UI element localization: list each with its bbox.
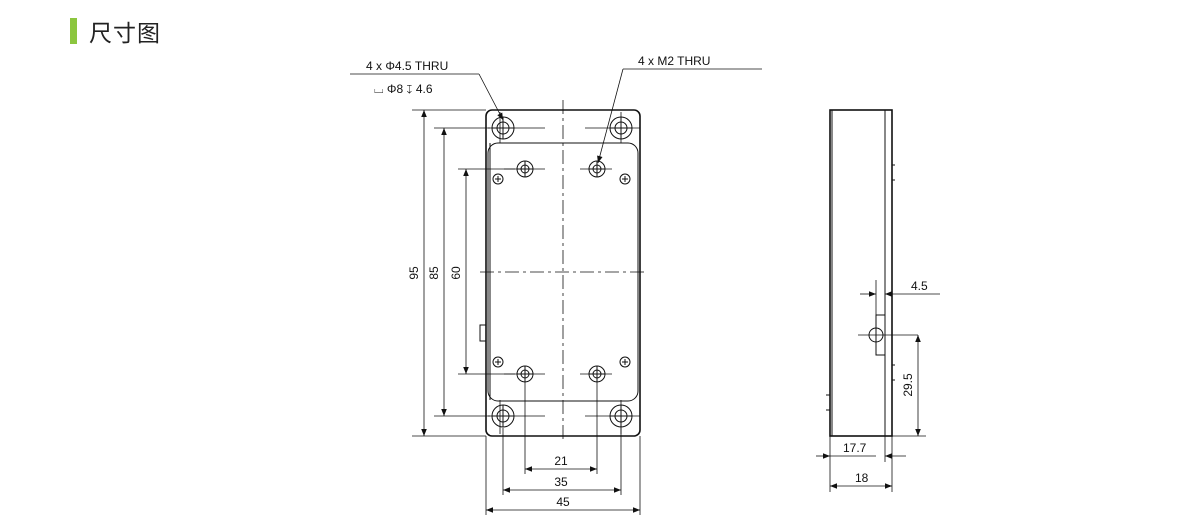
dimension-label-35: 35 — [554, 475, 568, 489]
threaded-hole-icon — [588, 160, 606, 178]
cover-screw-icon — [492, 173, 504, 185]
callout-thru-hole: 4 x Φ4.5 THRU — [366, 59, 448, 73]
side-tab — [479, 324, 487, 342]
counterbore-hole-icon — [609, 116, 633, 140]
dimension-45: 45 — [486, 495, 640, 513]
dimension-label-85: 85 — [427, 266, 441, 280]
cover-screw-icon — [619, 356, 631, 368]
front-view: 95 85 60 21 — [350, 54, 762, 515]
side-body-outline — [829, 109, 893, 437]
dimension-label-29-5: 29.5 — [901, 373, 915, 397]
dimension-17-7: 17.7 — [816, 436, 906, 492]
dimension-label-17-7: 17.7 — [843, 441, 867, 455]
callout-counterbore-spec: ⌴ Φ8 ↧ 4.6 — [374, 82, 433, 96]
callout-m2-thru: 4 x M2 THRU — [638, 54, 710, 68]
dimension-label-60: 60 — [449, 266, 463, 280]
cover-screw-icon — [619, 173, 631, 185]
dimension-label-21: 21 — [554, 454, 568, 468]
callout-thread: 4 x M2 THRU — [597, 54, 762, 164]
dimension-label-4-5: 4.5 — [911, 279, 928, 293]
threaded-hole-icon — [516, 365, 534, 383]
dimension-label-95: 95 — [407, 266, 421, 280]
side-view: 4.5 29.5 17.7 18 — [816, 109, 940, 492]
threaded-hole-icon — [588, 365, 606, 383]
dimension-85: 85 — [427, 127, 490, 417]
counterbore-hole-icon — [491, 404, 515, 428]
counterbore-hole-icon — [491, 116, 515, 140]
heading-accent-bar — [70, 18, 77, 44]
threaded-hole-icon — [516, 160, 534, 178]
dimension-29-5: 29.5 — [892, 335, 926, 437]
cover-screw-icon — [492, 356, 504, 368]
dimension-35: 35 — [503, 475, 621, 493]
dimension-18: 18 — [830, 471, 892, 489]
dimension-60: 60 — [449, 168, 515, 375]
dimension-95: 95 — [407, 109, 486, 437]
counterbore-hole-icon — [609, 404, 633, 428]
callout-counterbore: 4 x Φ4.5 THRU ⌴ Φ8 ↧ 4.6 — [350, 59, 504, 121]
page-title: 尺寸图 — [89, 21, 161, 47]
dimension-label-18: 18 — [855, 471, 869, 485]
section-heading: 尺寸图 — [70, 14, 161, 48]
dimension-21: 21 — [525, 454, 597, 472]
dimension-4-5: 4.5 — [860, 279, 940, 297]
dimension-label-45: 45 — [556, 495, 570, 509]
